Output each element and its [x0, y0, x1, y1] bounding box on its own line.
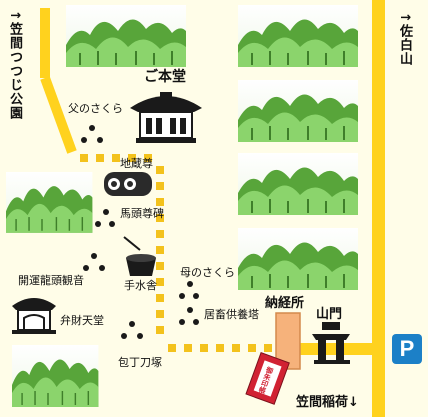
batoson-dots [95, 209, 115, 227]
goshuincho-book [245, 352, 290, 405]
label-chozuya: 手水舎 [124, 279, 157, 292]
label-kasama-tsutsuji: ↑笠間つつじ公園 [7, 10, 22, 120]
jizo-statue-icon [104, 172, 152, 196]
forest-left-bottom [11, 344, 100, 408]
chozuya-icon [123, 236, 156, 276]
label-sanmon: 山門 [316, 307, 343, 322]
upper-left-road [40, 8, 50, 78]
forest-top-center [65, 4, 187, 68]
haha-sakura-dots [179, 281, 199, 325]
main-road-vertical [372, 0, 385, 417]
parking-label: P [399, 336, 415, 361]
main-hall-icon [130, 92, 202, 143]
label-jizoson: 地蔵尊 [120, 157, 153, 170]
label-kaiun-kannon: 開運龍頭観音 [18, 274, 84, 287]
diagonal-road [40, 76, 77, 154]
label-haha-sakura: 母のさくら [180, 266, 235, 279]
benzaiten-hall-icon [12, 298, 56, 334]
chichi-sakura-dots [81, 125, 103, 143]
sanmon-gate-icon [312, 322, 350, 364]
parking-sign [392, 334, 422, 364]
hocho-dots [121, 321, 143, 339]
kaiun-dots [83, 253, 105, 271]
forest-right-2 [237, 79, 359, 143]
label-benzaiten: 弁財天堂 [60, 314, 104, 327]
label-sashirayama: ↑佐白山 [397, 12, 412, 66]
forest-right-4 [237, 227, 359, 291]
label-kasama-inari: 笠間稲荷↓ [296, 395, 359, 410]
label-nokyosho: 納経所 [265, 296, 305, 311]
label-kyochiku-kuyoto: 居畜供養塔 [204, 308, 259, 321]
forest-right-3 [237, 152, 359, 216]
dotted-paths [80, 154, 272, 352]
label-main-hall: ご本堂 [144, 69, 186, 85]
forest-left-mid [5, 171, 94, 234]
label-batoson: 馬頭尊碑 [120, 207, 164, 220]
label-chichi-sakura: 父のさくら [68, 102, 123, 115]
forest-right-1 [237, 4, 359, 68]
label-hocho-tozuka: 包丁刀塚 [118, 356, 162, 369]
